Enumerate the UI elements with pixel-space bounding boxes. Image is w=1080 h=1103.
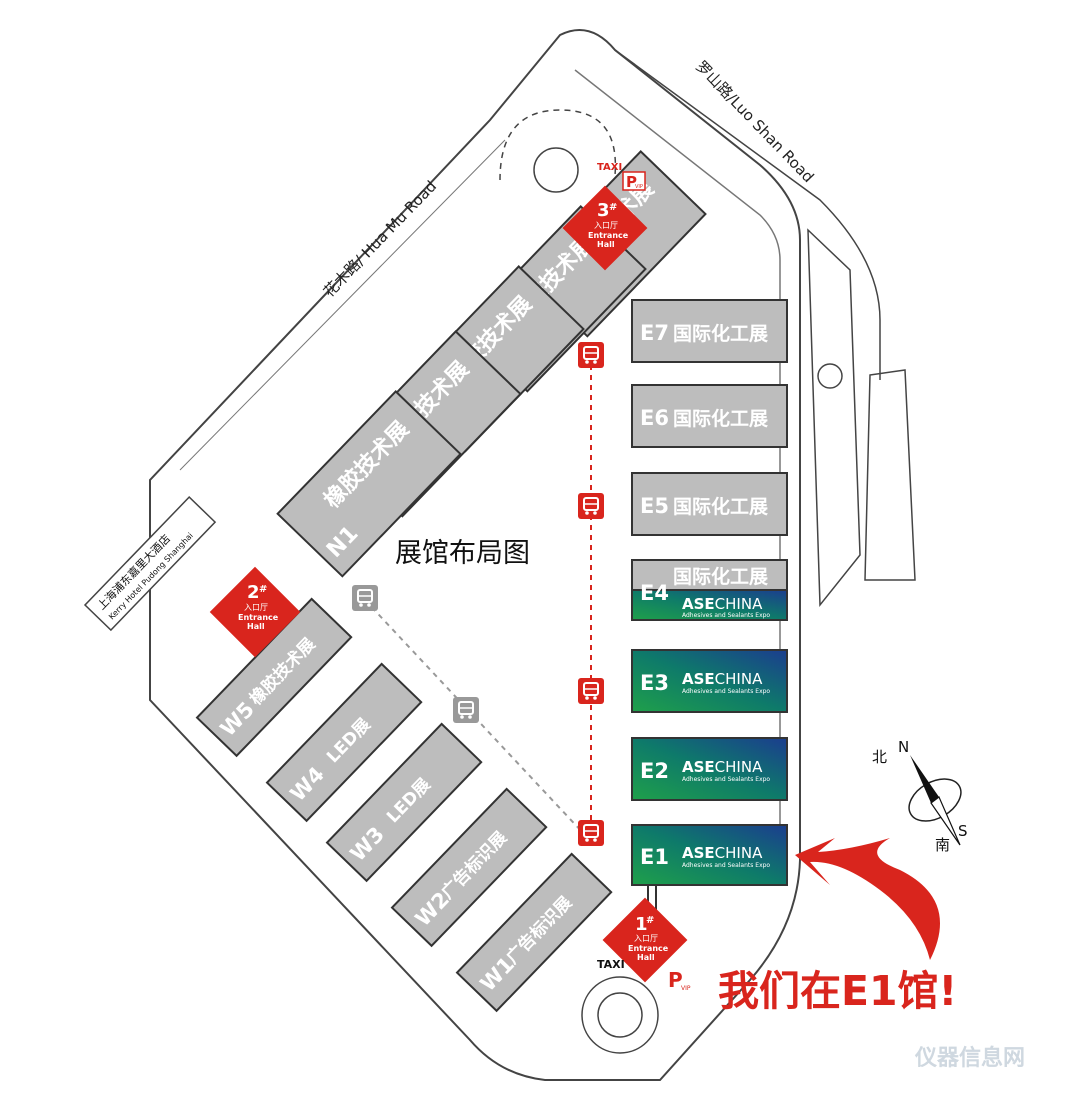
entrance-2-mark: #	[259, 584, 267, 595]
hall-e1-ase-brand: ASECHINA	[682, 844, 763, 862]
bus-stop-icon[interactable]	[578, 820, 604, 846]
watermark: 仪器信息网	[914, 1045, 1025, 1071]
entrance-2-en2: Hall	[247, 622, 265, 631]
parking-vip-text-south: VIP	[681, 985, 691, 992]
hall-e3-id: E3	[640, 671, 669, 695]
hall-e4-id: E4	[640, 581, 669, 605]
entrance-3-cn: 入口厅	[594, 221, 618, 230]
hall-e6[interactable]: E6 国际化工展	[631, 384, 788, 448]
bus-stop-icon-gray[interactable]	[352, 585, 378, 611]
entrance-2-cn: 入口厅	[244, 603, 268, 612]
hall-w2[interactable]: W2 广告标识展	[390, 787, 548, 948]
entrance-1-en1: Entrance	[628, 944, 669, 953]
hall-w3[interactable]: W3 LED展	[325, 722, 483, 883]
road-west-inner	[179, 139, 506, 471]
roundabout-south	[581, 976, 659, 1054]
hall-e1-ase-sub: Adhesives and Sealants Expo	[682, 862, 770, 869]
road-hua-mu: 花木路/ Hua Mu Road	[320, 177, 440, 301]
compass-north-cn: 北	[872, 748, 887, 766]
entrance-3-en1: Entrance	[588, 231, 629, 240]
roundabout-north	[533, 147, 579, 193]
entrance-3-num: 3	[597, 200, 610, 221]
hall-e2-ase-brand: ASECHINA	[682, 758, 763, 776]
hall-e5[interactable]: E5 国际化工展	[631, 472, 788, 536]
north-dashed-loop	[499, 109, 617, 181]
parking-vip-text-north: VIP	[635, 184, 643, 190]
hall-e3-ase-brand: ASECHINA	[682, 670, 763, 688]
entrance-1-num: 1	[635, 914, 648, 935]
entrance-2-num: 2	[247, 582, 260, 603]
parking-lot-1	[807, 228, 861, 608]
bus-stop-icon[interactable]	[578, 678, 604, 704]
entrance-1[interactable]: 1 # 入口厅 Entrance Hall	[602, 897, 688, 983]
road-inner-edge	[574, 69, 781, 880]
hall-e7-id: E7	[640, 321, 669, 345]
hall-e5-id: E5	[640, 494, 669, 518]
callout-text: 我们在E1馆!	[718, 967, 957, 1015]
entrance-2-en1: Entrance	[238, 613, 279, 622]
compass-south-en: S	[958, 822, 968, 840]
hall-w5[interactable]: W5 橡胶技术展	[195, 597, 353, 758]
hall-e5-label: 国际化工展	[673, 495, 768, 518]
hall-e2[interactable]: E2 ASECHINA Adhesives and Sealants Expo	[631, 737, 788, 801]
taxi-label-south: TAXI	[597, 958, 625, 971]
bus-stop-icon[interactable]	[578, 342, 604, 368]
compass-south-cn: 南	[935, 836, 950, 854]
hall-e4-ase-brand: ASECHINA	[682, 595, 763, 613]
hall-e6-id: E6	[640, 406, 669, 430]
hall-e2-id: E2	[640, 759, 669, 783]
taxi-label-north: TAXI	[597, 162, 622, 173]
hall-w4[interactable]: W4 LED展	[265, 662, 423, 823]
bus-stop-icon-gray[interactable]	[453, 697, 479, 723]
map-title: 展馆布局图	[395, 538, 530, 569]
parking-vip-north[interactable]: P VIP	[622, 171, 646, 191]
hall-e3[interactable]: E3 ASECHINA Adhesives and Sealants Expo	[631, 649, 788, 713]
hall-w1[interactable]: W1 广告标识展	[455, 852, 613, 1013]
road-west-edge	[149, 119, 491, 481]
entrance-1-cn: 入口厅	[634, 934, 658, 943]
parking-p-south: P	[668, 968, 683, 992]
hall-e4-label: 国际化工展	[673, 565, 768, 588]
entrance-3-mark: #	[609, 202, 617, 213]
parking-vip-south[interactable]: P VIP	[668, 968, 691, 992]
entrance-3[interactable]: 3 # 入口厅 Entrance Hall	[562, 185, 648, 271]
hall-e1-id: E1	[640, 845, 669, 869]
roundabout-east	[817, 363, 843, 389]
parking-lot-2	[864, 369, 916, 581]
bus-stop-icon[interactable]	[578, 493, 604, 519]
road-outer-edge	[614, 49, 881, 380]
hall-e3-ase-sub: Adhesives and Sealants Expo	[682, 688, 770, 695]
callout-arrow-icon	[795, 838, 940, 960]
compass-north-en: N	[898, 738, 909, 756]
entrance-3-en2: Hall	[597, 240, 615, 249]
road-luo-shan: 罗山路/Luo Shan Road	[692, 57, 817, 186]
hall-e4[interactable]: 国际化工展 E4 ASECHINA Adhesives and Sealants…	[631, 559, 788, 621]
site-outline	[149, 29, 801, 1081]
roundabout-south-inner	[597, 992, 643, 1038]
east-halls: E7 国际化工展 E6 国际化工展 E5 国际化工展 国际化工展 E4 ASEC…	[631, 299, 788, 925]
hall-e4-ase-sub: Adhesives and Sealants Expo	[682, 612, 770, 619]
entrance-1-en2: Hall	[637, 953, 655, 962]
hall-e6-label: 国际化工展	[673, 407, 768, 430]
hall-e7-label: 国际化工展	[673, 322, 768, 345]
parking-p-north: P	[626, 173, 637, 191]
hall-e2-ase-sub: Adhesives and Sealants Expo	[682, 776, 770, 783]
hall-e1[interactable]: E1 ASECHINA Adhesives and Sealants Expo	[631, 824, 788, 886]
entrance-1-mark: #	[646, 915, 654, 926]
hall-e7[interactable]: E7 国际化工展	[631, 299, 788, 363]
compass-icon	[908, 755, 962, 846]
west-halls: W5 橡胶技术展 W4 LED展 W3 LED展 W2 广告标识展 W1 广告标…	[195, 597, 613, 1013]
